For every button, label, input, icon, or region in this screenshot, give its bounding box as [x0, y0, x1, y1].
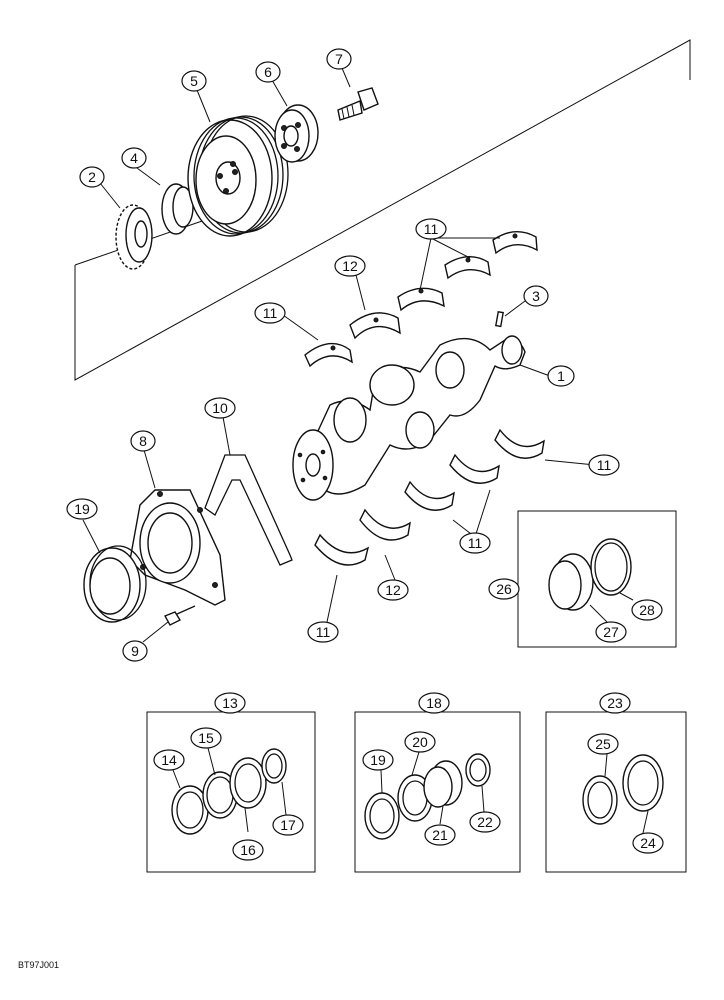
dowel-pin	[495, 310, 504, 328]
svg-text:5: 5	[190, 73, 198, 89]
svg-text:15: 15	[198, 730, 214, 746]
callout-14: 14	[153, 749, 185, 771]
upper-bearing-shells	[304, 231, 538, 368]
callout-25: 25	[587, 733, 619, 755]
callout-11-bottom: 11	[307, 621, 339, 643]
svg-text:1: 1	[557, 368, 565, 384]
timing-gear	[115, 204, 153, 270]
seal-kit-13-box	[146, 711, 316, 873]
svg-text:18: 18	[426, 695, 442, 711]
callout-23: 23	[599, 692, 631, 714]
svg-text:2: 2	[88, 169, 96, 185]
svg-text:11: 11	[468, 535, 483, 551]
callout-22: 22	[469, 811, 501, 833]
svg-text:22: 22	[477, 814, 493, 830]
svg-text:12: 12	[342, 258, 358, 274]
callout-19-box: 19	[362, 749, 394, 771]
svg-text:21: 21	[432, 827, 448, 843]
svg-text:28: 28	[639, 602, 655, 618]
svg-text:12: 12	[385, 582, 401, 598]
callout-20: 20	[404, 731, 436, 753]
callout-7: 7	[326, 48, 352, 70]
svg-text:26: 26	[496, 581, 512, 597]
callout-16: 16	[232, 839, 264, 861]
svg-text:14: 14	[161, 752, 177, 768]
callout-11-top: 11	[415, 218, 447, 240]
svg-text:4: 4	[130, 150, 138, 166]
svg-text:11: 11	[424, 221, 439, 237]
svg-text:3: 3	[532, 288, 540, 304]
svg-text:6: 6	[264, 64, 272, 80]
svg-text:7: 7	[335, 51, 343, 67]
callout-13: 13	[214, 692, 246, 714]
callout-19-seal: 19	[66, 498, 98, 520]
damper-hub	[274, 104, 319, 163]
callout-3: 3	[523, 285, 549, 307]
svg-text:13: 13	[222, 695, 238, 711]
seal-kit-23-box	[545, 711, 687, 873]
rear-seal-housing	[129, 489, 226, 606]
callout-2: 2	[79, 166, 105, 188]
callout-26: 26	[488, 578, 520, 600]
callout-28: 28	[631, 599, 663, 621]
svg-text:23: 23	[607, 695, 623, 711]
callout-17: 17	[272, 814, 304, 836]
svg-text:8: 8	[139, 433, 147, 449]
callout-10: 10	[204, 397, 236, 419]
svg-text:17: 17	[280, 817, 296, 833]
svg-text:11: 11	[316, 624, 331, 640]
svg-text:27: 27	[603, 624, 619, 640]
svg-text:25: 25	[595, 736, 611, 752]
callout-6: 6	[255, 61, 281, 83]
housing-bolt	[164, 605, 196, 626]
svg-text:11: 11	[263, 305, 278, 321]
callout-15: 15	[190, 727, 222, 749]
callout-4: 4	[121, 147, 147, 169]
callout-12-bottom: 12	[377, 579, 409, 601]
callout-12-top: 12	[334, 255, 366, 277]
rear-seal	[83, 545, 147, 623]
svg-text:20: 20	[412, 734, 428, 750]
pulley-bolt	[337, 87, 379, 121]
callout-11-right: 11	[588, 454, 620, 476]
callout-8: 8	[130, 430, 156, 452]
rear-cover-gasket	[204, 454, 293, 566]
svg-text:19: 19	[370, 752, 386, 768]
lower-bearing-shells	[314, 428, 545, 566]
callout-24: 24	[632, 832, 664, 854]
callout-5: 5	[181, 70, 207, 92]
svg-text:10: 10	[212, 400, 228, 416]
seal-kit-26-box	[517, 510, 677, 648]
figure-code: BT97J001	[18, 960, 59, 970]
callout-18: 18	[418, 692, 450, 714]
callout-9: 9	[122, 640, 148, 662]
seal-kit-18-box	[354, 711, 521, 873]
svg-text:24: 24	[640, 835, 656, 851]
callout-27: 27	[595, 621, 627, 643]
callout-11-left: 11	[254, 302, 286, 324]
svg-text:11: 11	[597, 457, 612, 473]
callout-1: 1	[547, 365, 575, 387]
callout-11-mid: 11	[459, 532, 491, 554]
crankshaft-pulley	[187, 115, 289, 237]
svg-text:19: 19	[74, 501, 90, 517]
leader-lines	[82, 67, 649, 834]
svg-text:16: 16	[240, 842, 256, 858]
seal-ring-4	[161, 183, 194, 235]
svg-text:9: 9	[131, 643, 139, 659]
callout-21: 21	[424, 824, 456, 846]
crankshaft	[292, 335, 526, 501]
